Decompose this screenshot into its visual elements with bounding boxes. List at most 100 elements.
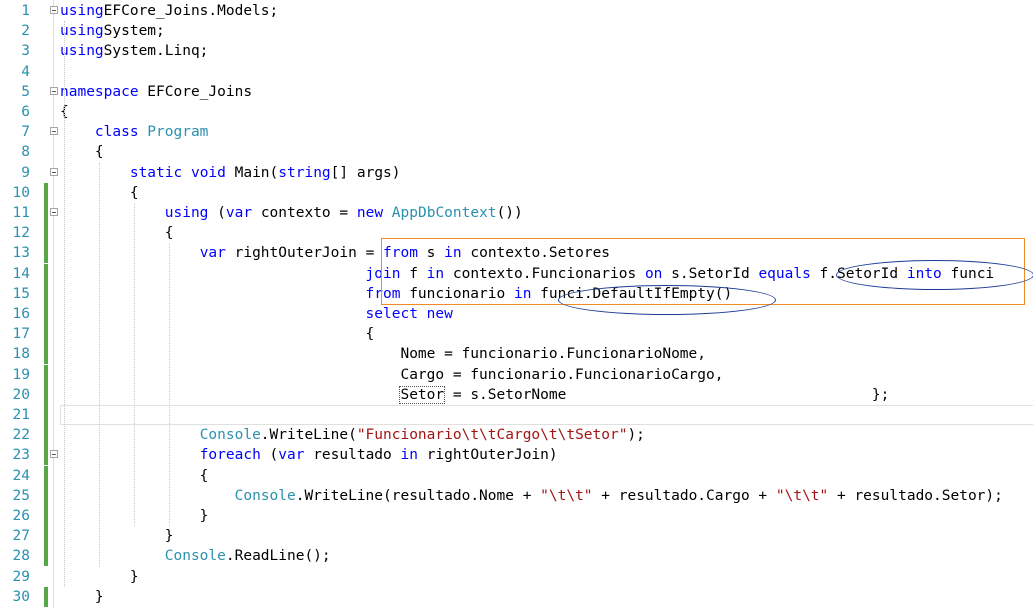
keyword-token: in <box>444 245 462 262</box>
change-indicator-bar <box>44 546 48 567</box>
code-line[interactable]: 22 Console.WriteLine("Funcionario\t\tCar… <box>0 425 1033 446</box>
code-line[interactable]: 27 } <box>0 526 1033 547</box>
code-line[interactable]: 13 var rightOuterJoin = from s in contex… <box>0 243 1033 264</box>
code-token: [] args) <box>330 164 401 181</box>
code-line[interactable]: 8 { <box>0 142 1033 162</box>
keyword-token: join <box>365 265 401 282</box>
line-number: 4 <box>21 63 30 80</box>
line-number: 19 <box>12 366 30 383</box>
code-line[interactable]: 19 Cargo = funcionario.FuncionarioCargo, <box>0 364 1033 385</box>
code-line[interactable]: 5 namespace EFCore_Joins <box>0 82 1033 102</box>
code-line[interactable]: 12 { <box>0 223 1033 244</box>
code-token <box>60 548 165 564</box>
code-text: { <box>60 324 375 344</box>
change-indicator-bar <box>44 364 48 385</box>
indent-guide <box>169 243 170 527</box>
code-token: EFCore_Joins <box>138 83 253 100</box>
line-number: 8 <box>21 144 30 161</box>
code-text: Setor = s.SetorNome }; <box>60 385 889 405</box>
code-line[interactable]: 20 Setor = s.SetorNome }; <box>0 384 1033 405</box>
keyword-token: var <box>225 205 253 221</box>
keyword-token: static <box>129 164 183 181</box>
change-indicator-bar <box>44 405 48 425</box>
change-indicator-bar <box>44 384 48 405</box>
code-token: + resultado.Setor); <box>828 487 1003 504</box>
code-text: } <box>60 587 104 607</box>
line-number: 5 <box>21 83 30 100</box>
string-token: "Funcionario\t\tCargo\t\tSetor" <box>356 427 628 444</box>
code-text: { <box>60 466 209 486</box>
collapse-icon[interactable] <box>50 86 58 95</box>
line-number: 28 <box>12 548 30 565</box>
keyword-token: in <box>426 265 445 282</box>
keyword-token: using <box>60 23 104 40</box>
code-token: .ReadLine(); <box>225 548 331 565</box>
keyword-token: using <box>60 43 104 60</box>
code-line[interactable]: 16 select new <box>0 304 1033 324</box>
change-indicator-bar <box>44 506 48 526</box>
code-line[interactable]: 4 <box>0 62 1033 82</box>
code-line[interactable]: 18 Nome = funcionario.FuncionarioNome, <box>0 344 1033 365</box>
code-token: s <box>417 245 445 262</box>
code-token: { <box>60 467 209 484</box>
code-token: .WriteLine(resultado.Nome + <box>295 487 541 504</box>
code-line[interactable]: 28 Console.ReadLine(); <box>0 546 1033 567</box>
code-line[interactable]: 17 { <box>0 324 1033 345</box>
code-text: { <box>60 223 174 243</box>
code-text: Cargo = funcionario.FuncionarioCargo, <box>60 365 723 385</box>
collapse-icon[interactable] <box>50 127 58 136</box>
line-number: 7 <box>21 124 30 141</box>
code-token: f <box>400 265 427 282</box>
collapse-icon[interactable] <box>50 6 58 14</box>
code-line[interactable]: 21 <box>0 405 1033 425</box>
keyword-token: from <box>365 285 401 302</box>
code-line[interactable]: 9 static void Main(string[] args) <box>0 163 1033 183</box>
code-line[interactable]: 6{ <box>0 102 1033 122</box>
change-indicator-bar <box>44 283 48 304</box>
line-number: 11 <box>12 205 30 221</box>
code-text: } <box>60 506 209 526</box>
code-token: EFCore_Joins.Models; <box>103 3 279 19</box>
code-line[interactable]: 7 class Program <box>0 122 1033 142</box>
keyword-token: in <box>513 285 532 302</box>
change-indicator-bar <box>44 243 48 264</box>
code-token <box>60 165 130 181</box>
code-line[interactable]: 30 } <box>0 586 1033 607</box>
code-token: Main( <box>225 164 279 181</box>
collapse-icon[interactable] <box>50 208 58 216</box>
keyword-token: namespace <box>60 83 139 100</box>
code-line[interactable]: 11 using (var contexto = new AppDbContex… <box>0 203 1033 223</box>
code-token: ); <box>627 427 645 444</box>
collapse-icon[interactable] <box>50 450 58 459</box>
line-number: 25 <box>12 487 30 504</box>
change-indicator-bar <box>44 485 48 506</box>
line-number: 3 <box>21 43 30 60</box>
code-token <box>60 286 366 302</box>
type-token: Console <box>234 487 296 504</box>
line-number: 12 <box>12 225 30 242</box>
code-token: funcionario <box>400 285 514 302</box>
code-text: Console.WriteLine("Funcionario\t\tCargo\… <box>60 425 645 445</box>
code-line[interactable]: 29 } <box>0 567 1033 587</box>
code-line[interactable]: 25 Console.WriteLine(resultado.Nome + "\… <box>0 485 1033 506</box>
code-line[interactable]: 23 foreach (var resultado in rightOuterJ… <box>0 445 1033 466</box>
code-line[interactable]: 10 { <box>0 182 1033 203</box>
code-text: var rightOuterJoin = from s in contexto.… <box>60 243 610 263</box>
code-token: } <box>60 508 209 524</box>
code-text: { <box>60 183 139 203</box>
code-token: rightOuterJoin) <box>417 447 558 464</box>
code-token: ()) <box>496 205 523 221</box>
code-text: { <box>60 142 104 162</box>
collapse-icon[interactable] <box>50 167 58 176</box>
change-indicator-bar <box>44 304 48 324</box>
code-token: s.SetorId <box>662 265 759 282</box>
code-line[interactable]: 24 { <box>0 465 1033 486</box>
code-token: ( <box>208 205 226 221</box>
code-line[interactable]: 26 } <box>0 506 1033 526</box>
code-text: foreach (var resultado in rightOuterJoin… <box>60 445 558 465</box>
code-text: using (var contexto = new AppDbContext()… <box>60 203 523 223</box>
